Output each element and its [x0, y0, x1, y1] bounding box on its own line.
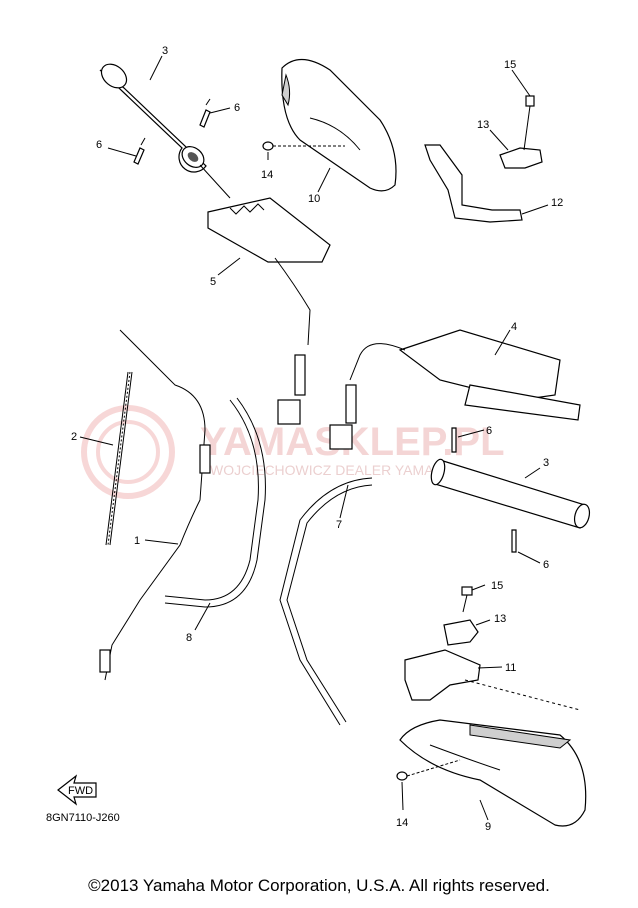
grip-lower — [430, 427, 591, 553]
lower-mount — [404, 586, 581, 711]
screw-lower — [396, 759, 461, 781]
callout-14: 14 — [261, 169, 273, 181]
callout-13: 13 — [477, 119, 489, 131]
leader-lines — [79, 55, 549, 821]
pin-upper-right — [199, 98, 211, 128]
callout-10: 10 — [308, 193, 320, 205]
switch-right — [329, 329, 581, 450]
throttle-cable — [99, 329, 211, 681]
callout-6: 6 — [543, 559, 549, 571]
watermark-subtitle: WOJCIECHOWICZ DEALER YAMAHA — [210, 462, 454, 478]
callout-15: 15 — [504, 59, 516, 71]
bracket-upper — [424, 95, 543, 223]
callout-7: 7 — [336, 519, 342, 531]
spring — [105, 371, 133, 546]
callout-1: 1 — [134, 535, 140, 547]
callout-15: 15 — [491, 580, 503, 592]
fwd-label: FWD — [68, 785, 93, 797]
callout-5: 5 — [210, 276, 216, 288]
callouts: 3 6 6 15 13 14 10 12 5 4 2 6 3 1 7 6 15 … — [71, 45, 563, 833]
cable-7 — [279, 477, 373, 726]
handle-cover-lower — [399, 719, 587, 827]
pin-upper-left — [133, 137, 146, 165]
screw-upper — [262, 141, 345, 151]
callout-4: 4 — [511, 321, 517, 333]
callout-14: 14 — [396, 817, 408, 829]
callout-3: 3 — [543, 457, 549, 469]
callout-11: 11 — [505, 662, 516, 674]
forward-direction-icon: FWD — [57, 774, 97, 806]
diagram-code: 8GN7110-J260 — [46, 812, 120, 824]
callout-3: 3 — [162, 45, 168, 57]
callout-6: 6 — [486, 425, 492, 437]
callout-9: 9 — [485, 821, 491, 833]
grip-upper — [99, 63, 231, 199]
callout-6: 6 — [234, 102, 240, 114]
callout-12: 12 — [551, 197, 563, 209]
callout-2: 2 — [71, 431, 77, 443]
switch-left — [207, 197, 331, 425]
callout-13: 13 — [494, 613, 506, 625]
handle-cover-upper — [281, 58, 397, 192]
callout-6: 6 — [96, 139, 102, 151]
callout-8: 8 — [186, 632, 192, 644]
copyright-notice: ©2013 Yamaha Motor Corporation, U.S.A. A… — [88, 876, 550, 895]
cable-8 — [164, 397, 266, 608]
